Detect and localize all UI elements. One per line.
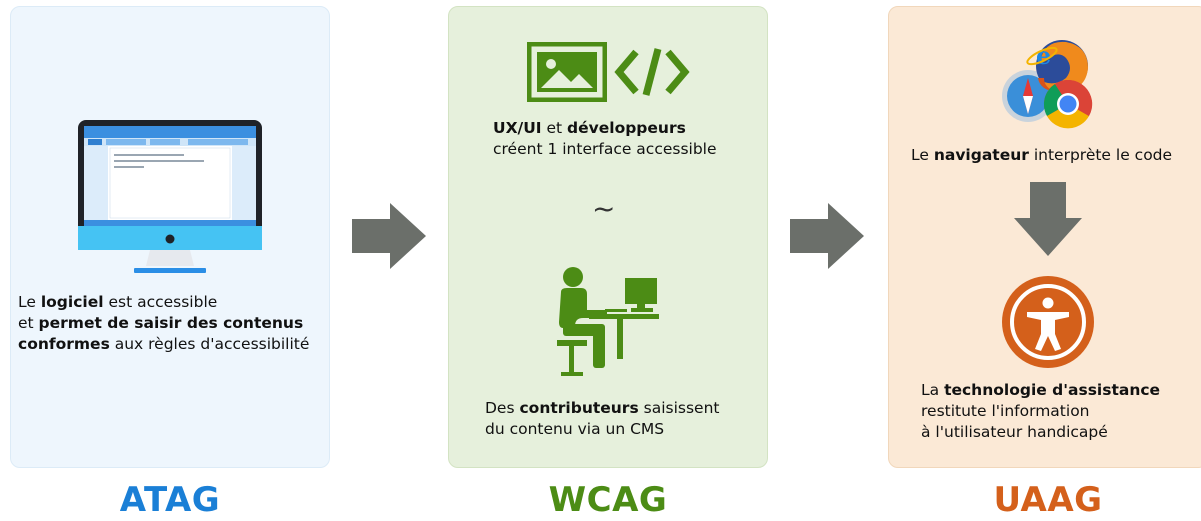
atag-line-1: Le logiciel est accessible [18,293,218,311]
wcag-dev-line-2: créent 1 interface accessible [493,140,717,158]
browsers-icon: e [1002,40,1093,129]
uaag-label: UAAG [993,480,1103,520]
atag-label: ATAG [119,480,221,520]
atag-line-3: conformes aux règles d'accessibilité [18,335,310,353]
code-icon [614,48,690,96]
desktop-computer-icon [78,120,262,273]
down-arrow-icon [1014,182,1082,256]
atag-line-2: et permet de saisir des contenus [18,314,304,332]
wcag-contrib-line-1: Des contributeurs saisissent [485,399,720,417]
right-arrow-icon-2 [790,203,864,269]
accessibility-icon [1002,276,1094,368]
uaag-at-line-3: à l'utilisateur handicapé [921,423,1108,441]
wcag-separator: ~ [592,192,616,225]
right-arrow-icon [352,203,426,269]
svg-text:e: e [1036,41,1051,70]
uaag-browser-line: Le navigateur interprète le code [911,146,1173,164]
wcag-contrib-line-2: du contenu via un CMS [485,420,665,438]
wcag-dev-line-1: UX/UI et développeurs [493,119,686,137]
wcag-panel [448,6,768,468]
wcag-label: WCAG [548,480,668,520]
uaag-at-line-1: La technologie d'assistance [921,381,1161,399]
person-at-computer-icon [557,267,659,376]
uaag-at-line-2: restitute l'information [921,402,1090,420]
image-icon [527,42,607,102]
